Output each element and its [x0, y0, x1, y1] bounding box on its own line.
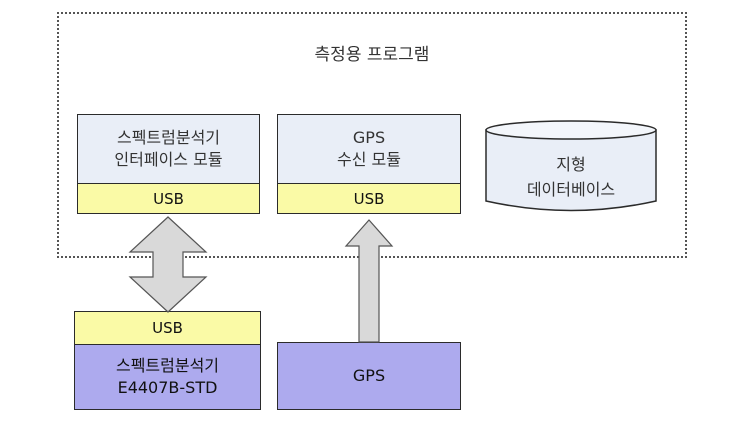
analyzer-interface-module-line1: 스펙트럼분석기 [116, 128, 221, 147]
gps-receiver-usb-port: USB [277, 183, 461, 214]
gps-device-label: GPS [352, 366, 386, 385]
gps-receiver-module: GPS 수신 모듈 [277, 114, 461, 184]
analyzer-interface-module-line2: 인터페이스 모듈 [114, 150, 223, 169]
gps-receiver-module-line2: 수신 모듈 [337, 150, 401, 169]
analyzer-interface-usb-port: USB [77, 183, 260, 214]
analyzer-interface-usb-label: USB [153, 189, 184, 208]
terrain-database-label: 지형 데이터베이스 [486, 152, 656, 202]
gps-device: GPS [277, 342, 461, 410]
terrain-database-line1: 지형 [556, 155, 586, 174]
analyzer-interface-module: 스펙트럼분석기 인터페이스 모듈 [77, 114, 260, 184]
analyzer-device-line1: 스펙트럼분석기 [115, 356, 220, 375]
analyzer-device-usb-label: USB [152, 319, 183, 337]
spectrum-analyzer-device: 스펙트럼분석기 E4407B-STD [74, 344, 261, 410]
terrain-database-cylinder [485, 120, 657, 212]
gps-receiver-usb-label: USB [353, 189, 385, 208]
analyzer-device-model: E4407B-STD [117, 378, 218, 397]
gps-uplink-arrow [344, 219, 394, 343]
terrain-database-line2: 데이터베이스 [526, 180, 616, 199]
measurement-program-title: 측정용 프로그램 [314, 45, 430, 65]
bidirectional-usb-arrow [128, 216, 208, 313]
gps-receiver-module-line1: GPS [352, 128, 386, 147]
